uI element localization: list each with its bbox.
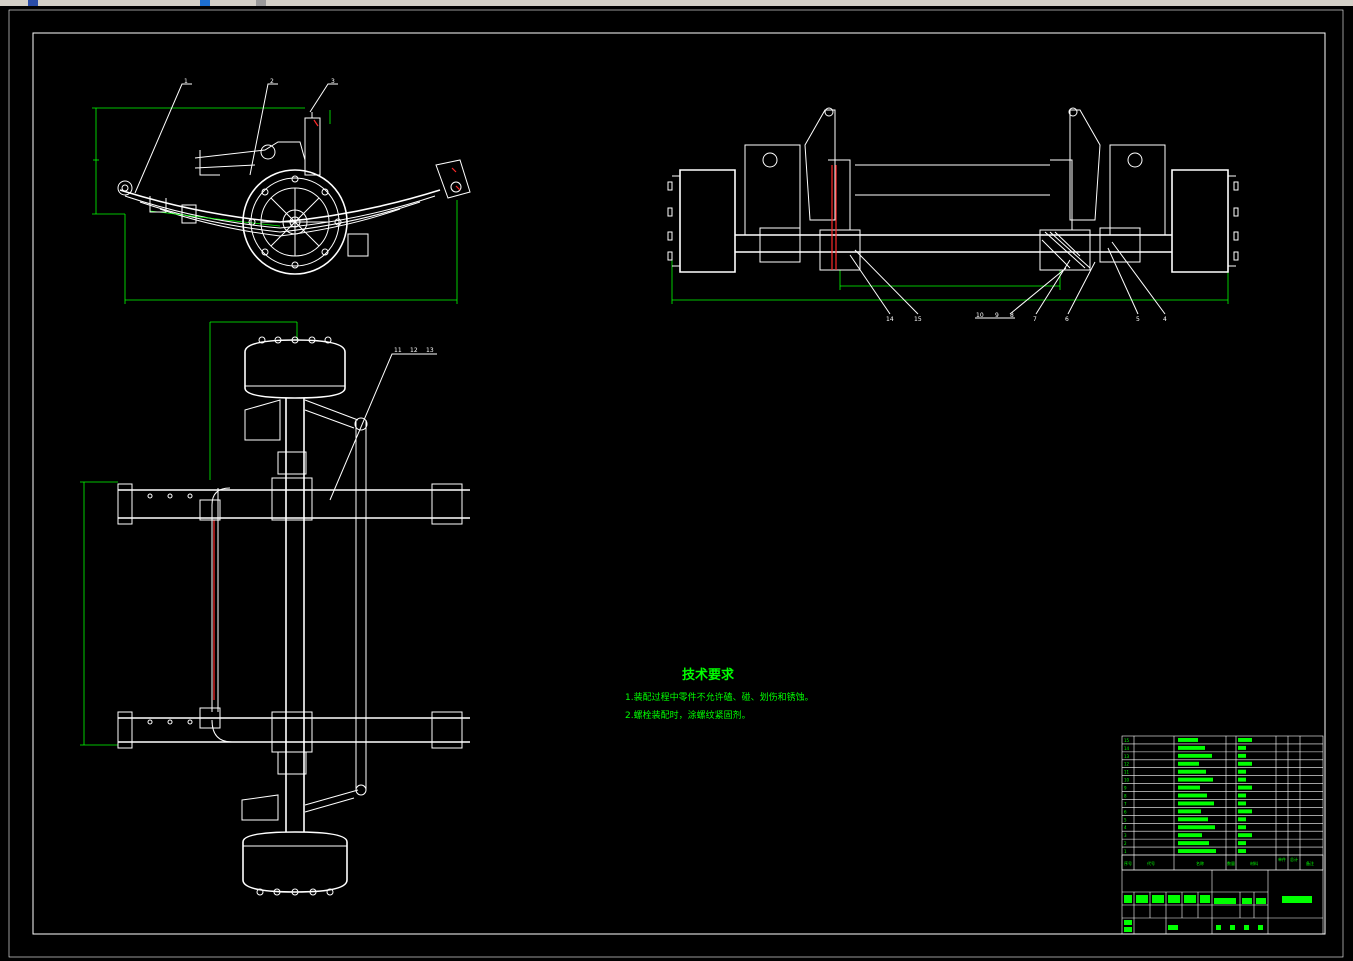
balloon-side-10: 10 bbox=[976, 312, 984, 319]
parts-row-material-text bbox=[1238, 761, 1252, 766]
parts-header-total: 总计 bbox=[1290, 856, 1298, 862]
parts-row-material-text bbox=[1238, 777, 1246, 782]
parts-row-name-text bbox=[1178, 745, 1205, 750]
parts-row-material-text bbox=[1238, 833, 1252, 838]
balloon-side-14: 14 bbox=[886, 316, 894, 323]
parts-row-material-text bbox=[1238, 825, 1246, 830]
parts-row-number: 14 bbox=[1124, 746, 1130, 751]
balloon-side-5: 5 bbox=[1136, 316, 1140, 323]
parts-row-name-text bbox=[1178, 841, 1209, 846]
tech-req-item-2: 2.螺栓装配时，涂螺纹紧固剂。 bbox=[625, 709, 751, 721]
front-view: 1 2 3 bbox=[92, 78, 471, 304]
sheet-outer-border bbox=[8, 9, 1344, 958]
parts-row-number: 15 bbox=[1124, 738, 1130, 743]
top-view: 11 12 13 bbox=[80, 321, 470, 896]
parts-row-name-text bbox=[1178, 761, 1199, 766]
parts-row-number: 13 bbox=[1124, 754, 1130, 759]
parts-header-no: 序号 bbox=[1124, 860, 1132, 866]
balloon-top-13: 13 bbox=[426, 347, 434, 354]
toolbar-icon[interactable] bbox=[200, 0, 210, 6]
parts-row-material-text bbox=[1238, 841, 1246, 846]
parts-row-material-text bbox=[1238, 785, 1252, 790]
parts-row-name-text bbox=[1178, 785, 1200, 790]
parts-row-number: 8 bbox=[1124, 793, 1127, 798]
title-block bbox=[1122, 869, 1323, 934]
balloon-side-7: 7 bbox=[1033, 316, 1037, 323]
parts-header-material: 材料 bbox=[1250, 860, 1258, 866]
parts-row-name-text bbox=[1178, 801, 1214, 806]
toolbar-icon[interactable] bbox=[28, 0, 38, 6]
parts-row-material-text bbox=[1238, 745, 1246, 750]
sheet-drawing-frame bbox=[32, 32, 1326, 935]
parts-row-name-text bbox=[1178, 817, 1208, 822]
parts-row-name-text bbox=[1178, 777, 1213, 782]
balloon-top-12: 12 bbox=[410, 347, 418, 354]
parts-row-material-text bbox=[1238, 753, 1246, 758]
parts-row-number: 12 bbox=[1124, 762, 1130, 767]
parts-header-qty: 数量 bbox=[1227, 860, 1235, 866]
balloon-front-3: 3 bbox=[331, 78, 335, 85]
parts-row-number: 5 bbox=[1124, 817, 1127, 822]
tech-req-title: 技术要求 bbox=[682, 667, 735, 683]
parts-row-material-text bbox=[1238, 738, 1252, 742]
parts-header-remark: 备注 bbox=[1306, 860, 1314, 866]
parts-row-name-text bbox=[1178, 833, 1202, 838]
parts-row-number: 10 bbox=[1124, 778, 1130, 783]
tech-req-item-1: 1.装配过程中零件不允许磕、碰、划伤和锈蚀。 bbox=[625, 691, 814, 703]
technical-requirements: 技术要求 1.装配过程中零件不允许磕、碰、划伤和锈蚀。 2.螺栓装配时，涂螺纹紧… bbox=[625, 667, 814, 721]
parts-row-number: 4 bbox=[1124, 825, 1127, 830]
parts-row-number: 3 bbox=[1124, 833, 1127, 838]
parts-row-number: 2 bbox=[1124, 841, 1127, 846]
balloon-side-8: 8 bbox=[1010, 312, 1014, 319]
balloon-side-9: 9 bbox=[995, 312, 999, 319]
toolbar-icon[interactable] bbox=[256, 0, 266, 6]
parts-row-name-text bbox=[1178, 769, 1206, 774]
parts-header-unit: 单件 bbox=[1278, 856, 1286, 862]
parts-row-material-text bbox=[1238, 801, 1246, 806]
balloon-side-15: 15 bbox=[914, 316, 922, 323]
balloon-front-1: 1 bbox=[184, 78, 188, 85]
parts-row-name-text bbox=[1178, 809, 1201, 814]
parts-row-material-text bbox=[1238, 817, 1246, 822]
parts-row-material-text bbox=[1238, 793, 1246, 798]
balloon-top-11: 11 bbox=[394, 347, 402, 354]
parts-row-number: 7 bbox=[1124, 801, 1127, 806]
parts-row-material-text bbox=[1238, 769, 1246, 774]
parts-row-name-text bbox=[1178, 793, 1207, 798]
application-toolbar-strip bbox=[0, 0, 1353, 6]
parts-row-material-text bbox=[1238, 849, 1246, 853]
side-view: 14 15 10 9 8 7 6 5 4 bbox=[667, 107, 1239, 323]
balloon-side-4: 4 bbox=[1163, 316, 1167, 323]
parts-row-material-text bbox=[1238, 809, 1252, 814]
parts-row-name-text bbox=[1178, 825, 1215, 830]
parts-row-name-text bbox=[1178, 753, 1212, 758]
parts-header-name: 名称 bbox=[1196, 860, 1204, 866]
parts-row-name-text bbox=[1178, 738, 1198, 742]
parts-header-code: 代号 bbox=[1147, 860, 1155, 866]
balloon-side-6: 6 bbox=[1065, 316, 1069, 323]
parts-row-name-text bbox=[1178, 849, 1216, 853]
balloon-front-2: 2 bbox=[270, 78, 274, 85]
parts-row-number: 9 bbox=[1124, 786, 1127, 791]
parts-row-number: 11 bbox=[1124, 770, 1130, 775]
parts-row-number: 6 bbox=[1124, 809, 1127, 814]
parts-row-number: 1 bbox=[1124, 849, 1127, 854]
